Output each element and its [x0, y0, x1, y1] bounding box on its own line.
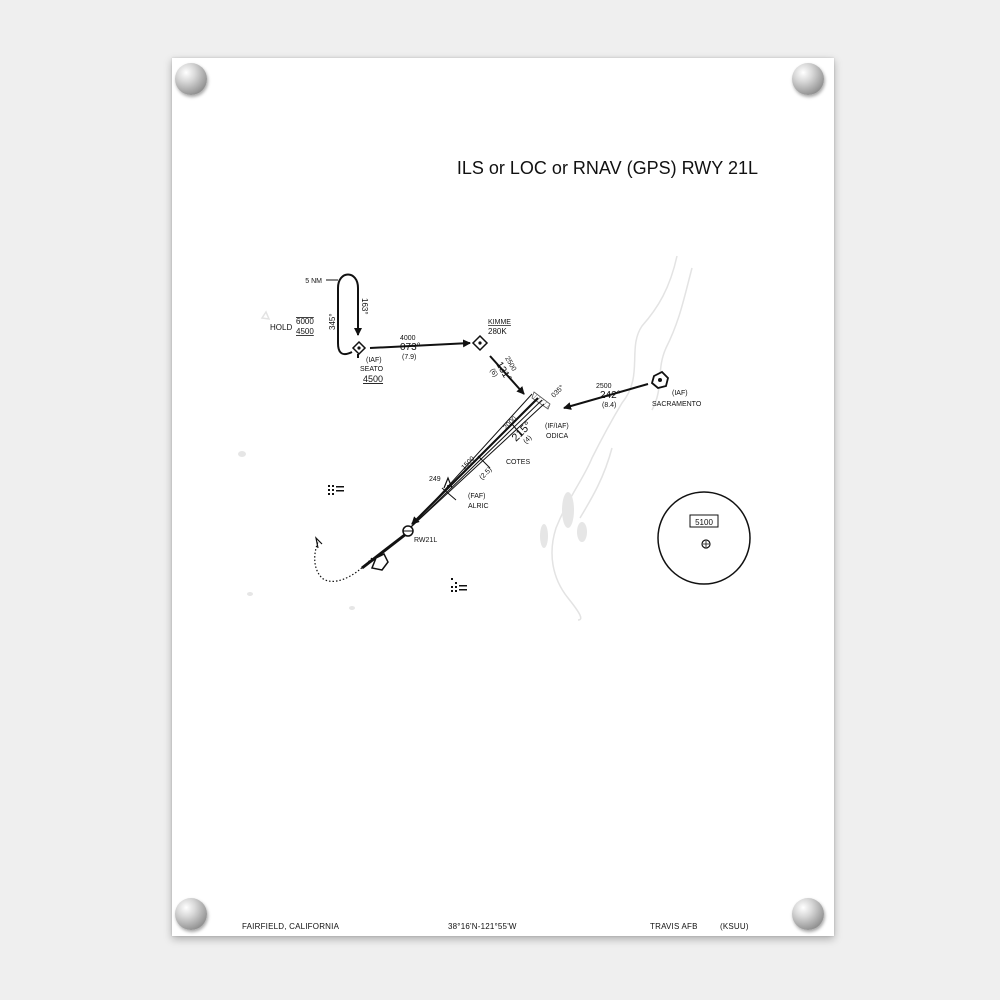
kimme-fix-symbol [471, 334, 489, 352]
hold-pattern [337, 273, 362, 358]
hold-label: HOLD [270, 323, 292, 332]
seato-kimme-alt: 4000 [400, 335, 416, 342]
footer-ident: (KSUU) [720, 922, 749, 931]
obstacle-height: 249 [429, 476, 441, 483]
footer-airport: TRAVIS AFB [650, 922, 698, 931]
msa-circle [657, 491, 751, 585]
hold-inbound-course: 163° [360, 298, 369, 315]
mount-bolt-bottom-left [175, 898, 207, 930]
sac-odica-dist: (8.4) [602, 402, 616, 409]
hold-alt-bottom: 4500 [296, 327, 314, 336]
plan-view: 5100 5 NM 163° 345° HOLD 6000 4500 (IAF)… [238, 255, 751, 621]
hold-alt-top: 6000 [296, 317, 314, 326]
seato-name: SEATO [360, 366, 384, 373]
hold-outbound-course: 345° [328, 313, 337, 330]
sacramento-role: (IAF) [672, 390, 688, 397]
arc-course: 035° [550, 383, 566, 399]
lighting-symbol-1 [328, 485, 344, 495]
footer-coords: 38°16'N-121°55'W [448, 922, 517, 931]
rw21l-name: RW21L [414, 537, 437, 544]
leg-sac-odica [563, 383, 649, 410]
sacramento-name: SACRAMENTO [652, 401, 702, 408]
lighting-symbol-2 [451, 578, 467, 592]
alric-role: (FAF) [468, 493, 486, 500]
footer-city: FAIRFIELD, CALIFORNIA [242, 922, 340, 931]
terrain-spots [238, 451, 587, 610]
kimme-freq: 280K [488, 327, 507, 336]
hold-leg-label: 5 NM [305, 278, 322, 285]
chart-panel: ILS or LOC or RNAV (GPS) RWY 21L [172, 58, 834, 936]
sac-odica-alt: 2500 [596, 383, 612, 390]
final-dist-2: (2.5) [478, 466, 493, 481]
kimme-name: KIMME [488, 319, 511, 326]
seato-fix-symbol [351, 340, 367, 356]
seato-alt: 4500 [363, 374, 383, 384]
leg-seato-kimme [369, 339, 471, 349]
mount-bolt-top-left [175, 63, 207, 95]
mount-bolt-bottom-right [792, 898, 824, 930]
final-approach [409, 391, 551, 529]
missed-approach [314, 541, 373, 582]
kimme-odica-dist: (6) [488, 368, 498, 379]
airport-symbol [361, 525, 414, 571]
chart-title: ILS or LOC or RNAV (GPS) RWY 21L [456, 158, 758, 178]
sacramento-vortac-symbol [650, 370, 669, 389]
odica-role: (IF/IAF) [545, 423, 569, 430]
seato-kimme-dist: (7.9) [402, 354, 416, 361]
mount-bolt-top-right [792, 63, 824, 95]
odica-name: ODICA [546, 433, 569, 440]
final-dist-1: (4) [522, 434, 533, 445]
missed-approach-arrow [315, 536, 323, 549]
seato-role: (IAF) [366, 357, 382, 364]
cotes-name: COTES [506, 459, 530, 466]
alric-name: ALRIC [468, 503, 489, 510]
terrain-background [260, 255, 693, 621]
seato-kimme-course: 073° [400, 342, 421, 353]
obstacle-symbol [443, 476, 453, 489]
sac-odica-course: 242° [600, 390, 621, 401]
leg-kimme-odica [489, 355, 525, 395]
msa-alt: 5100 [695, 518, 713, 527]
